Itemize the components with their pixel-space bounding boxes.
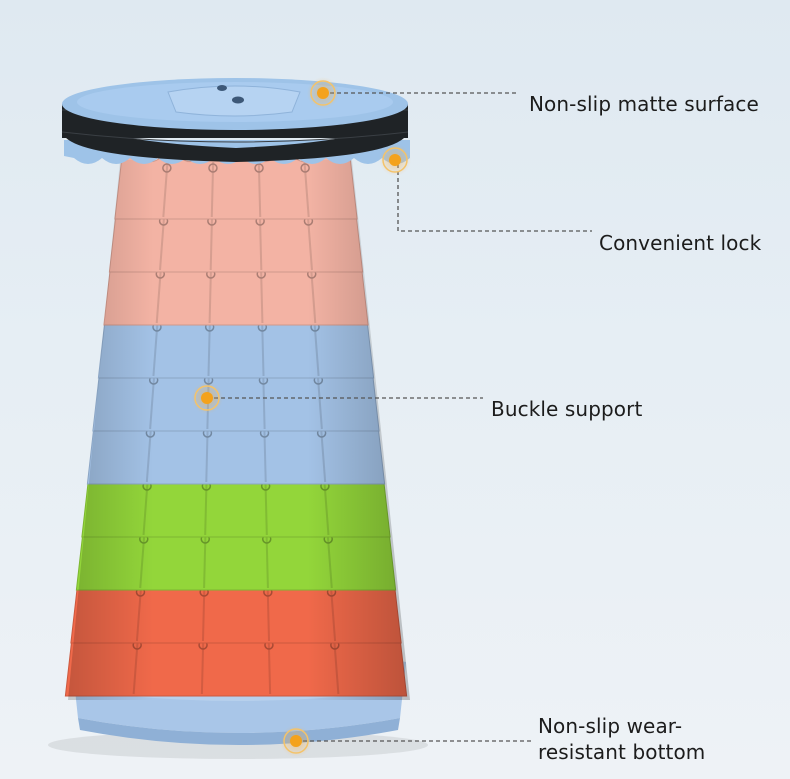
callout-marker-4 — [280, 725, 312, 757]
callout-label-buckle: Buckle support — [491, 397, 643, 421]
callout-label-surface: Non-slip matte surface — [529, 92, 759, 116]
callout-marker-1 — [307, 77, 339, 109]
callout-label-lock: Convenient lock — [599, 231, 762, 255]
stool-seat — [61, 78, 409, 162]
callout-marker-2 — [379, 144, 411, 176]
callout-label-bottom-line2: resistant bottom — [538, 740, 706, 764]
callout-label-bottom-line1: Non-slip wear- — [538, 714, 683, 738]
callout-label-bottom: Non-slip wear- resistant bottom — [538, 713, 705, 765]
callout-marker-3 — [191, 382, 223, 414]
body-shading — [68, 160, 410, 700]
